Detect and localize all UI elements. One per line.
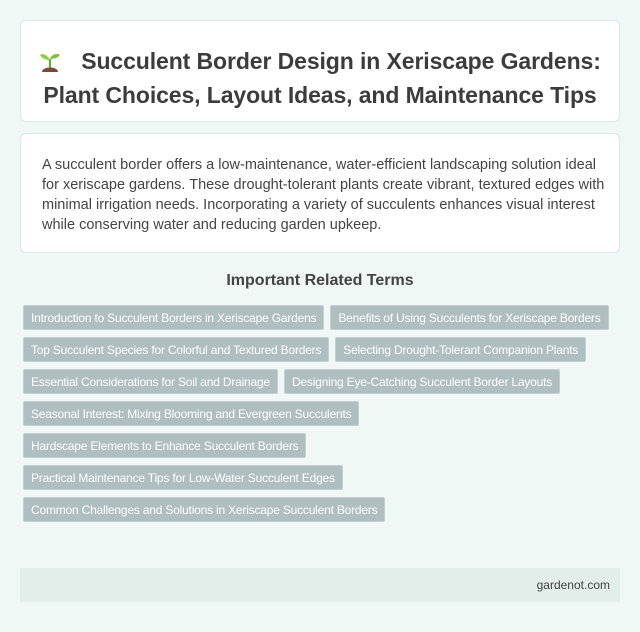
- related-term-chip[interactable]: Selecting Drought-Tolerant Companion Pla…: [335, 337, 587, 362]
- related-terms-heading: Important Related Terms: [226, 272, 414, 289]
- footer-site-name: gardenot.com: [536, 578, 610, 592]
- related-term-chip[interactable]: Essential Considerations for Soil and Dr…: [23, 369, 278, 394]
- related-term-chip[interactable]: Hardscape Elements to Enhance Succulent …: [23, 433, 307, 458]
- sprout-icon: [39, 47, 61, 72]
- related-term-chip[interactable]: Common Challenges and Solutions in Xeris…: [23, 497, 386, 522]
- related-term-chip[interactable]: Seasonal Interest: Mixing Blooming and E…: [23, 401, 360, 426]
- page-title-text: Succulent Border Design in Xeriscape Gar…: [43, 48, 601, 108]
- title-card: Succulent Border Design in Xeriscape Gar…: [20, 20, 620, 122]
- related-term-chip[interactable]: Designing Eye-Catching Succulent Border …: [283, 369, 561, 394]
- related-term-chip[interactable]: Introduction to Succulent Borders in Xer…: [23, 305, 325, 330]
- intro-card: A succulent border offers a low-maintena…: [20, 133, 620, 253]
- page-title: Succulent Border Design in Xeriscape Gar…: [21, 44, 619, 112]
- related-term-chip[interactable]: Top Succulent Species for Colorful and T…: [23, 337, 330, 362]
- related-term-chip[interactable]: Benefits of Using Succulents for Xerisca…: [330, 305, 609, 330]
- related-terms-list: Introduction to Succulent Borders in Xer…: [23, 305, 617, 522]
- intro-paragraph: A succulent border offers a low-maintena…: [42, 157, 605, 233]
- footer: gardenot.com: [20, 568, 620, 602]
- related-term-chip[interactable]: Practical Maintenance Tips for Low-Water…: [23, 465, 343, 490]
